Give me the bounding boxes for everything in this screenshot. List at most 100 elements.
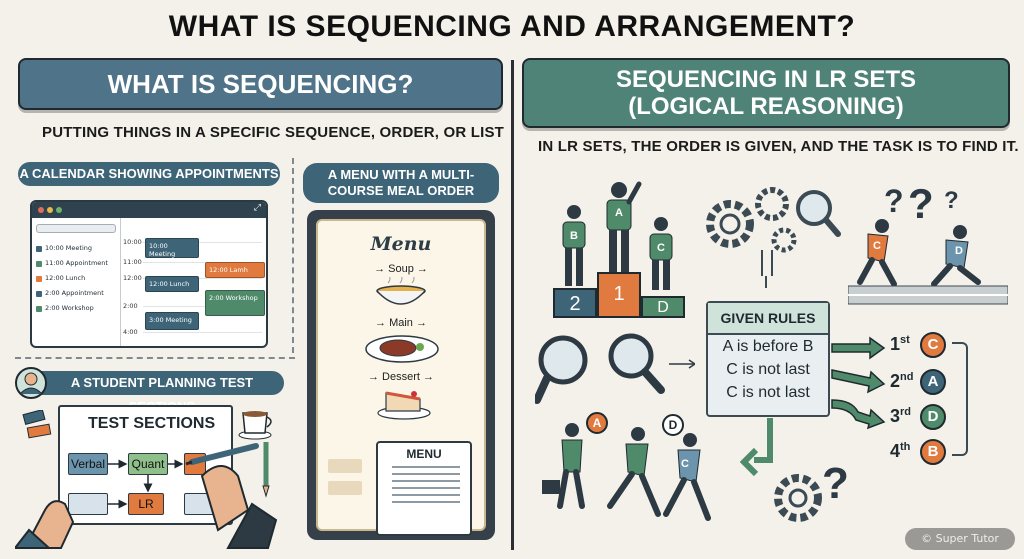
event-meeting[interactable]: 10:00 Meeting	[145, 238, 199, 258]
rank-4-badge: B	[920, 439, 946, 465]
runner-d-label: D	[955, 245, 963, 257]
rank-3: 3rd	[890, 406, 912, 426]
rank-1-badge: C	[920, 332, 946, 358]
grid-line	[143, 278, 262, 279]
grid-line	[143, 332, 262, 333]
magnifiers-icon	[535, 333, 695, 404]
section-empty[interactable]	[68, 493, 108, 515]
rank-1: 1st	[890, 334, 910, 354]
grid-line	[143, 262, 262, 263]
menu-label-line: COURSE MEAL ORDER	[327, 183, 475, 198]
event-meeting-late[interactable]: 3:00 Meeting	[145, 312, 199, 330]
list-item[interactable]: 12:00 Lunch	[36, 271, 116, 286]
watermark: © Super Tutor	[905, 528, 1015, 550]
page-title: WHAT IS SEQUENCING AND ARRANGEMENT?	[168, 10, 856, 43]
rank-3-badge: D	[920, 404, 946, 430]
text-line	[392, 473, 460, 475]
gear-question-icon: ?	[774, 459, 849, 522]
person-a-label: A	[615, 207, 623, 219]
menu-title: Menu	[370, 233, 432, 255]
menu-label-line: A MENU WITH A MULTI-	[327, 167, 475, 182]
text-line	[392, 480, 460, 482]
rule-item: C is not last	[726, 384, 810, 401]
podium-third: D	[641, 296, 685, 318]
event-lunch-alt[interactable]: 12:00 Lamh	[205, 262, 265, 278]
rules-heading: GIVEN RULES	[708, 303, 828, 335]
event-lunch[interactable]: 12:00 Lunch	[145, 276, 199, 292]
color-square-icon	[36, 245, 42, 252]
calendar-search[interactable]	[36, 224, 116, 233]
calendar-day-grid: 10:00 11:00 12:00 2:00 4:00 10:00 Meetin…	[120, 218, 266, 346]
rank-4: 4th	[890, 441, 911, 461]
rank-2-badge: A	[920, 369, 946, 395]
student-label: A STUDENT PLANNING TEST SECTIONS	[16, 371, 284, 414]
right-banner: SEQUENCING IN LR SETS (LOGICAL REASONING…	[522, 58, 1010, 128]
section-quant[interactable]: Quant	[128, 453, 168, 475]
student-avatar-icon	[15, 367, 47, 399]
text-line	[392, 501, 460, 503]
svg-text:?: ?	[908, 180, 934, 227]
vertical-dashed-divider	[292, 158, 294, 353]
window-close-dot[interactable]	[38, 207, 44, 213]
coffee-cup-icon	[238, 411, 272, 440]
section-lr[interactable]: LR	[128, 493, 164, 515]
grid-line	[143, 242, 262, 243]
test-sections-title: TEST SECTIONS	[88, 415, 216, 432]
menu-label: A MENU WITH A MULTI- COURSE MEAL ORDER	[303, 163, 499, 203]
rule-arrows-icon	[740, 336, 886, 477]
hour-label: 11:00	[123, 258, 142, 266]
window-maximize-dot[interactable]	[56, 207, 62, 213]
text-line	[392, 487, 460, 489]
horizontal-dashed-divider	[15, 357, 295, 359]
person-c-label: C	[657, 242, 665, 254]
runner-c-bottom-label: C	[681, 458, 689, 470]
hour-label: 10:00	[123, 238, 142, 246]
text-line	[392, 494, 460, 496]
color-square-icon	[36, 305, 42, 312]
gears-magnifier-icon	[706, 187, 841, 288]
text-line	[392, 466, 460, 468]
svg-text:?: ?	[822, 459, 849, 508]
person-b-label: B	[570, 230, 578, 242]
expand-icon[interactable]: ⤢	[253, 203, 261, 213]
menu-board: Menu → Soup → → Main → → Dessert → MENU	[307, 210, 495, 540]
sticky-notes-icon	[22, 410, 52, 439]
left-banner: WHAT IS SEQUENCING?	[18, 58, 503, 110]
runner-c-label: C	[873, 240, 881, 252]
cake-slice-icon	[377, 391, 431, 420]
hour-label: 4:00	[123, 328, 138, 336]
color-square-icon	[36, 260, 42, 267]
right-banner-line: SEQUENCING IN LR SETS	[615, 66, 917, 93]
list-item[interactable]: 10:00 Meeting	[36, 241, 116, 256]
running-people-icon	[542, 423, 711, 521]
menu-course-soup: → Soup →	[374, 263, 428, 275]
list-item[interactable]: 11:00 Appointment	[36, 256, 116, 271]
event-workshop[interactable]: 2:00 Workshop	[205, 290, 265, 316]
runners-question-icon: ? ? ?	[848, 180, 1008, 305]
section-verbal[interactable]: Verbal	[68, 453, 108, 475]
right-subtitle: IN LR SETS, THE ORDER IS GIVEN, AND THE …	[538, 138, 1019, 155]
menu-notebook: MENU	[376, 441, 472, 536]
podium-people-icon	[562, 181, 673, 290]
rank-2: 2nd	[890, 371, 914, 391]
hour-label: 2:00	[123, 302, 138, 310]
list-item[interactable]: 2:00 Workshop	[36, 301, 116, 316]
svg-text:?: ?	[884, 183, 904, 219]
grid-line	[143, 306, 262, 307]
svg-text:?: ?	[944, 187, 959, 214]
soup-bowl-icon	[376, 277, 426, 305]
pencil-icon	[262, 442, 270, 498]
steak-plate-icon	[365, 335, 439, 363]
podium-second: 2	[553, 288, 597, 318]
given-rules-box: GIVEN RULES A is before B C is not last …	[706, 301, 830, 417]
notebook-title: MENU	[406, 447, 442, 461]
color-square-icon	[36, 275, 42, 282]
window-minimize-dot[interactable]	[47, 207, 53, 213]
calendar-window: ⤢ 10:00 Meeting 11:00 Appointment 12:00 …	[30, 200, 268, 348]
runner-d-badge: D	[662, 414, 684, 436]
hand-left-icon	[15, 500, 75, 549]
podium-first: 1	[597, 272, 641, 318]
appointment-list: 10:00 Meeting 11:00 Appointment 12:00 Lu…	[36, 224, 116, 316]
list-item[interactable]: 2:00 Appointment	[36, 286, 116, 301]
color-square-icon	[36, 290, 42, 297]
